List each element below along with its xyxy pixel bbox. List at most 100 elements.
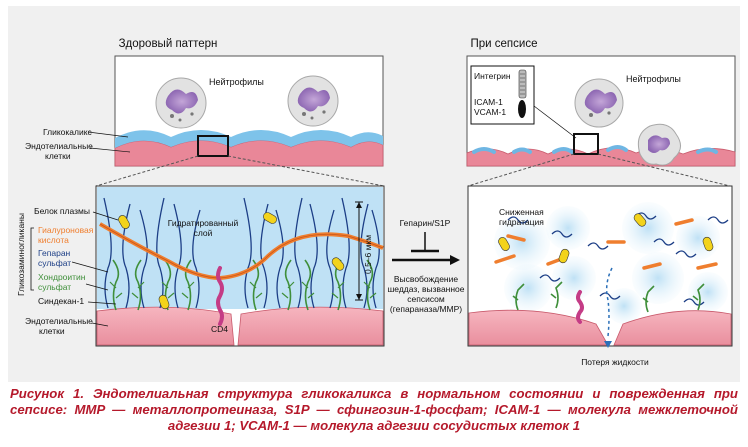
hyaluronic-label-1: Гиалуроновая bbox=[38, 225, 94, 235]
caption-lead: Рисунок 1. bbox=[10, 386, 85, 401]
heparan-fragment bbox=[675, 250, 697, 258]
chondroitin-sulfate-strand bbox=[366, 259, 374, 311]
integrin-label: Интегрин bbox=[474, 71, 511, 81]
thickness-label: 0,5–6 мкм bbox=[363, 235, 373, 274]
chondroitin-fragment bbox=[550, 281, 563, 309]
release-label-3: сепсисом bbox=[407, 294, 445, 304]
reduced-hydration-label-2: гидратация bbox=[499, 217, 544, 227]
fluid-loss-arrow bbox=[605, 267, 613, 337]
chondroitin-fragment bbox=[642, 285, 655, 313]
heparan-fragment bbox=[707, 216, 729, 224]
chondroitin-branch bbox=[249, 281, 263, 299]
heparin-s1p-label: Гепарин/S1P bbox=[400, 218, 451, 228]
pointer-line bbox=[89, 147, 131, 153]
sepsis-title: При сепсисе bbox=[471, 38, 538, 50]
healthy-glycocalyx-layer bbox=[115, 130, 383, 148]
heparan-sulfate-strand bbox=[326, 209, 335, 309]
glycocalyx-illustration: Здоровый паттерн Нейтрофилы bbox=[16, 38, 736, 367]
figure-caption: Рисунок 1. Эндотелиальная структура глик… bbox=[10, 386, 738, 434]
chondroitin-branch bbox=[301, 281, 315, 299]
hyaluronic-fragment bbox=[674, 218, 694, 226]
cd4-molecule-sepsis bbox=[576, 290, 584, 324]
pointer-line bbox=[87, 301, 117, 305]
sepsis-glycocalyx-fragments bbox=[472, 145, 718, 154]
glycosaminoglycans-label: Гликозаминогликаны bbox=[16, 213, 26, 296]
pointer-line bbox=[91, 322, 109, 327]
heparan-fragment bbox=[587, 242, 609, 250]
plasma-protein bbox=[118, 215, 130, 229]
adherent-neutrophil bbox=[637, 123, 681, 166]
process-arrowhead bbox=[450, 255, 460, 265]
plasma-protein bbox=[158, 294, 170, 310]
heparan-label-1: Гепаран bbox=[38, 248, 71, 258]
heparan-fragment bbox=[653, 238, 675, 246]
hydration-blob bbox=[552, 256, 596, 300]
pointer-line bbox=[87, 131, 129, 138]
glycocalyx-label: Гликокаликс bbox=[43, 127, 93, 137]
chondroitin-branch bbox=[161, 281, 175, 299]
sepsis-endothelium-detail bbox=[468, 309, 732, 346]
plasma-proteins bbox=[118, 212, 345, 310]
neutrophil-cell bbox=[287, 75, 339, 127]
caption-text: Эндотелиальная структура гликокаликса в … bbox=[10, 386, 738, 433]
plasma-protein bbox=[558, 248, 570, 264]
endothelial-label-1: Эндотелиальные bbox=[25, 141, 93, 151]
plasma-protein bbox=[331, 257, 345, 271]
hydration-blob bbox=[632, 252, 684, 304]
zoom-box-healthy bbox=[197, 135, 229, 157]
zoom-line bbox=[227, 155, 385, 187]
heparan-fragment bbox=[683, 298, 705, 306]
chondroitin-fragment bbox=[692, 283, 705, 311]
cd4-label: CD4 bbox=[211, 324, 228, 334]
endothelial-label-1b: клетки bbox=[45, 151, 71, 161]
chondroitin-sulfate-strand bbox=[304, 259, 312, 311]
chondroitin-sulfate-strand bbox=[134, 259, 142, 311]
reduced-hydration-label-1: Сниженная bbox=[499, 207, 544, 217]
heparan-sulfate-strand bbox=[103, 197, 112, 309]
chondroitin-sulfate-strand bbox=[184, 259, 192, 311]
heparan-fragment bbox=[635, 212, 657, 220]
integrin-icon bbox=[518, 69, 527, 99]
icam-label: ICAM-1 bbox=[474, 97, 503, 107]
release-label-4: (гепараназа/MMP) bbox=[390, 304, 462, 314]
heparan-sulfate-strand bbox=[260, 203, 269, 309]
release-label-1: Высвобождение bbox=[394, 274, 458, 284]
hydrated-layer-label-2: слой bbox=[194, 228, 213, 238]
plasma-protein bbox=[633, 213, 647, 227]
chondroitin-label-2: сульфат bbox=[38, 282, 71, 292]
shed-fragments bbox=[494, 212, 729, 313]
glycosaminoglycans-bracket bbox=[30, 227, 34, 291]
hyaluronic-fragment bbox=[506, 234, 526, 242]
heparan-fragment bbox=[507, 216, 529, 224]
heparan-sulfate-strand bbox=[139, 209, 148, 309]
hydration-blob bbox=[504, 264, 552, 312]
chondroitin-fragment bbox=[512, 283, 525, 311]
heparan-label-2: сульфат bbox=[38, 258, 71, 268]
figure-area: Здоровый паттерн Нейтрофилы bbox=[8, 6, 740, 382]
heparan-fragment bbox=[599, 292, 621, 300]
heparan-sulfate-strand bbox=[341, 197, 350, 309]
zoom-line bbox=[95, 155, 199, 187]
neutrophils-label-sepsis: Нейтрофилы bbox=[626, 74, 681, 84]
endothelial-label-2b: клетки bbox=[39, 326, 65, 336]
chondroitin-branch bbox=[363, 281, 377, 299]
plasma-protein-label: Белок плазмы bbox=[34, 206, 90, 216]
heparan-sulfate-strand bbox=[294, 197, 303, 309]
healthy-endothelium-detail bbox=[96, 306, 384, 346]
chondroitin-branch bbox=[109, 281, 123, 299]
heparan-fragment bbox=[551, 230, 573, 238]
hydration-blob bbox=[688, 272, 728, 312]
plasma-protein bbox=[702, 236, 714, 252]
chondroitin-branch bbox=[131, 281, 145, 299]
chondroitin-branch bbox=[181, 281, 195, 299]
chondroitin-sulfate-strand bbox=[112, 259, 120, 311]
plasma-protein bbox=[498, 237, 510, 251]
chondroitin-sulfate-strands bbox=[109, 259, 377, 311]
heparan-fragment bbox=[539, 274, 561, 282]
hyaluronic-fragment bbox=[494, 254, 516, 264]
neutrophil-cell bbox=[574, 78, 624, 128]
pointer-line bbox=[71, 261, 109, 273]
heparan-sulfate-strand bbox=[371, 209, 380, 309]
endothelial-label-2: Эндотелиальные bbox=[25, 316, 93, 326]
